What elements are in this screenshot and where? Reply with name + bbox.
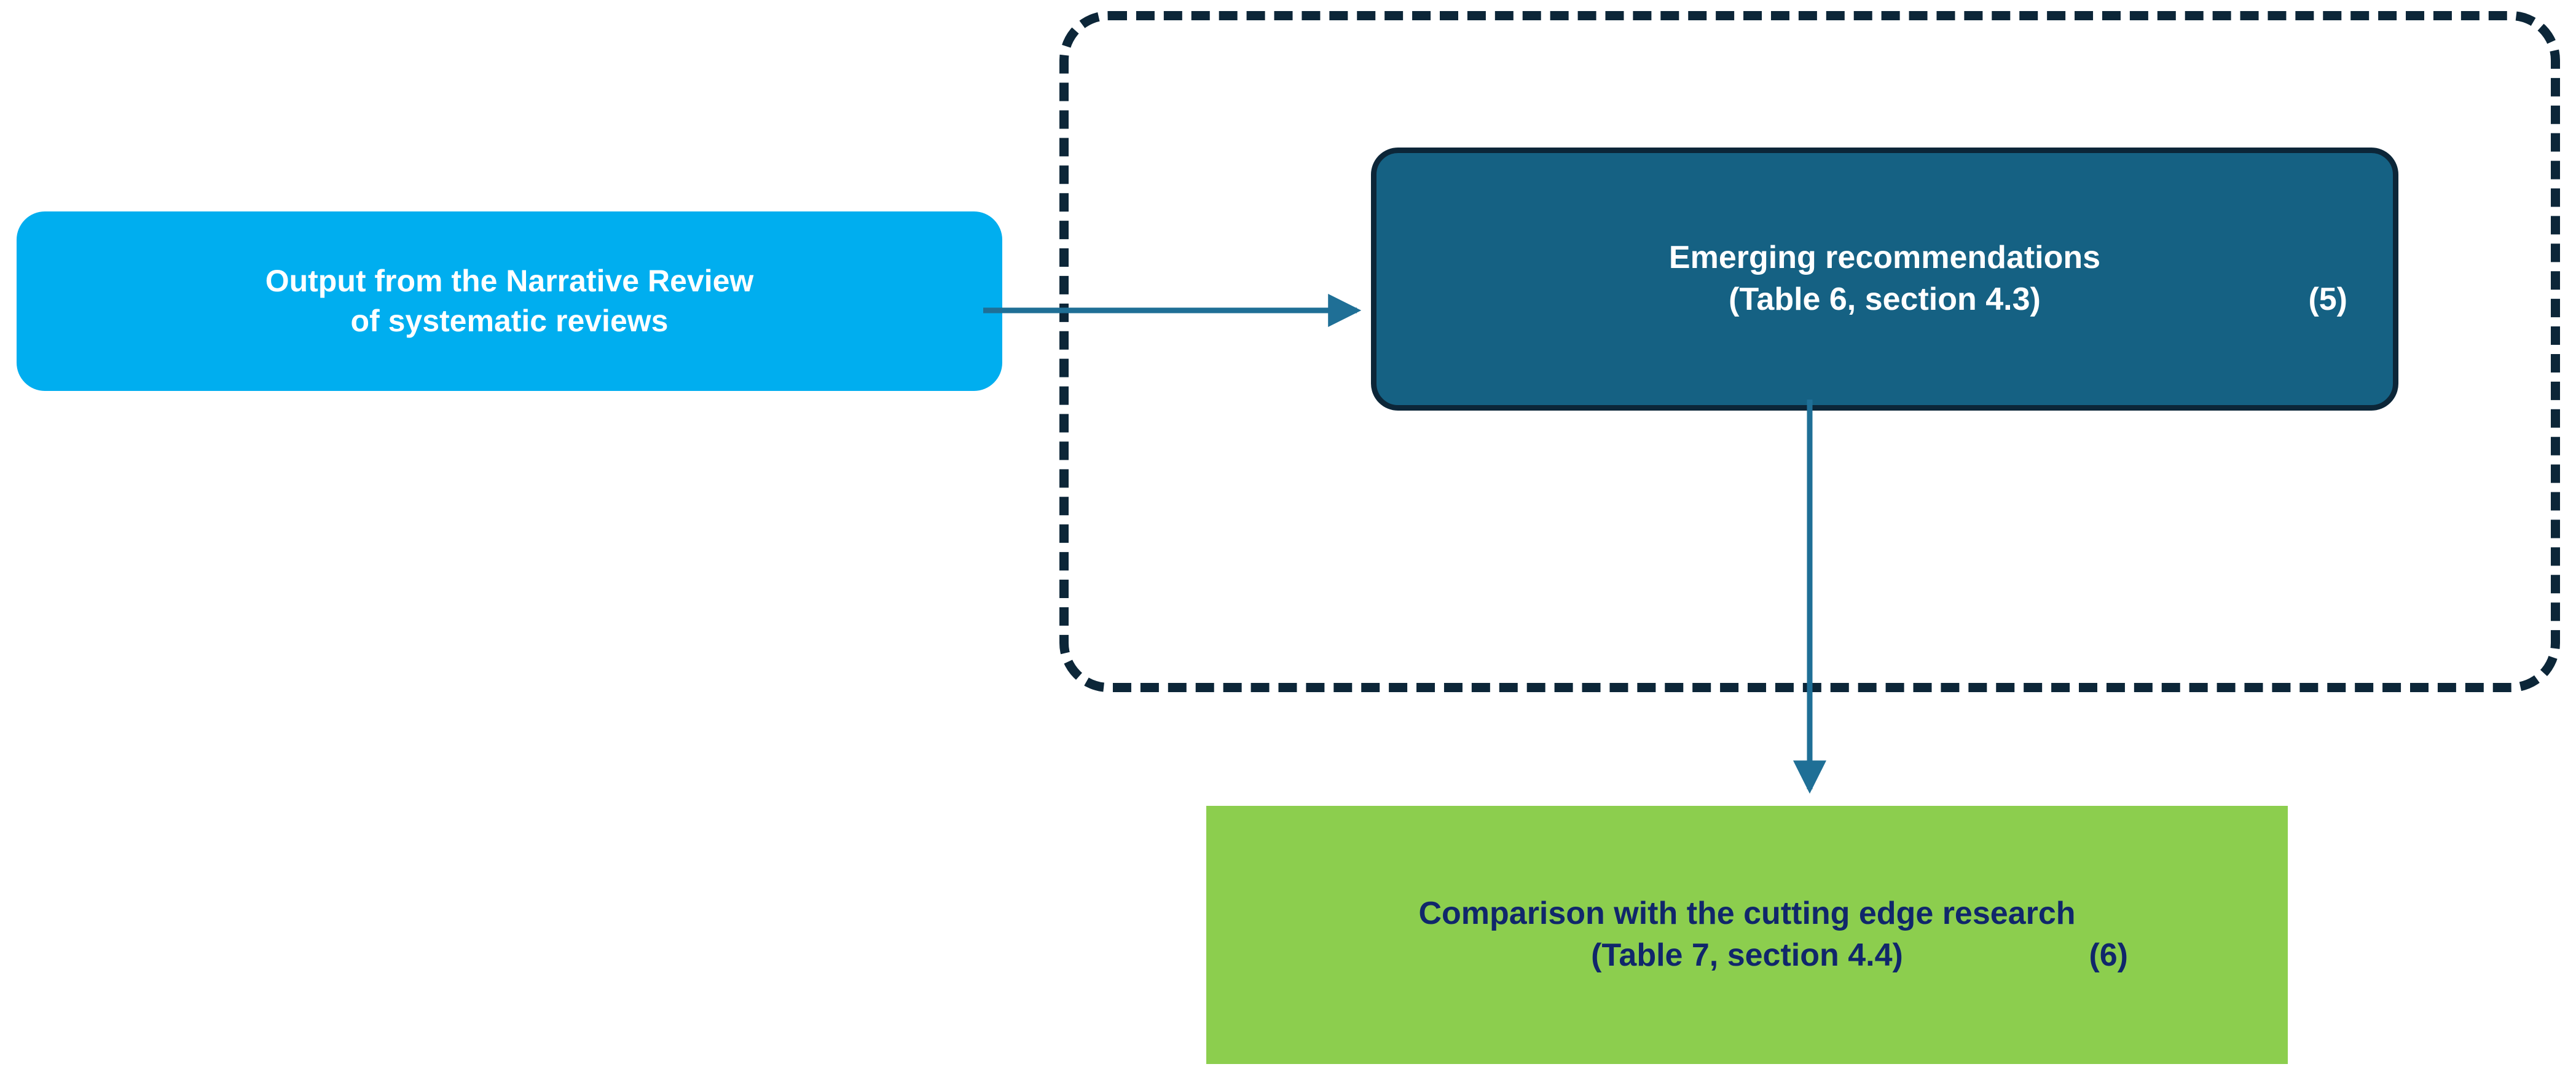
node-output-step-number: (6) <box>2089 937 2128 973</box>
node-process-step-number: (5) <box>2308 282 2347 317</box>
node-output-line-1: Comparison with the cutting edge researc… <box>1418 896 2076 932</box>
node-comparison-cutting-edge-research[interactable]: Comparison with the cutting edge researc… <box>1206 806 2288 1064</box>
node-emerging-recommendations[interactable]: Emerging recommendations (Table 6, secti… <box>1371 148 2398 411</box>
node-source-line-2: of systematic reviews <box>350 304 669 338</box>
node-process-line-1: Emerging recommendations <box>1668 240 2101 276</box>
node-output-line-2: (Table 7, section 4.4) <box>1591 937 1903 973</box>
node-source-narrative-review[interactable]: Output from the Narrative Review of syst… <box>17 211 1002 391</box>
arrow-source-to-process <box>983 294 1362 327</box>
node-process-line-2: (Table 6, section 4.3) <box>1729 282 2041 317</box>
node-source-line-1: Output from the Narrative Review <box>265 264 754 298</box>
node-output-row-2: (Table 7, section 4.4) (6) <box>1206 935 2288 977</box>
dashed-group-boundary <box>1059 11 2560 692</box>
node-process-row-2: (Table 6, section 4.3) (5) <box>1376 279 2393 321</box>
arrow-process-to-output <box>1793 400 1826 794</box>
